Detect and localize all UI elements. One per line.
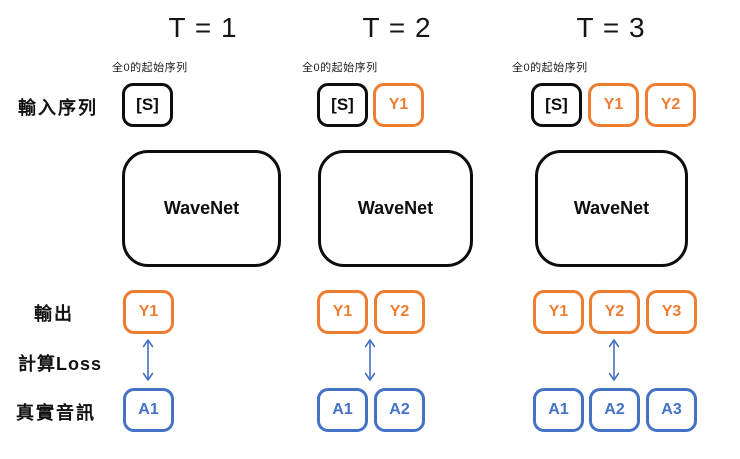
t3-wavenet-block: WaveNet: [535, 150, 688, 267]
t3-audio-a2-box: A2: [589, 388, 640, 432]
t1-wavenet-block: WaveNet: [122, 150, 281, 267]
t3-input-y1-box: Y1: [588, 83, 639, 127]
t3-output-y3-box: Y3: [646, 290, 697, 334]
row-label-input-sequence: 輸入序列: [18, 98, 98, 118]
t1-input-start-box: [S]: [122, 83, 173, 127]
t2-wavenet-block: WaveNet: [318, 150, 473, 267]
t3-zero-seq-note: 全0的起始序列: [512, 62, 588, 74]
t3-audio-a3-box: A3: [646, 388, 697, 432]
t2-output-y1-box: Y1: [317, 290, 368, 334]
t1-loss-arrow-icon: [141, 337, 155, 383]
t2-audio-a1-box: A1: [317, 388, 368, 432]
t2-input-y1-box: Y1: [373, 83, 424, 127]
t1-audio-a1-box: A1: [123, 388, 174, 432]
t2-audio-a2-box: A2: [374, 388, 425, 432]
t1-zero-seq-note: 全0的起始序列: [112, 62, 188, 74]
t3-output-y1-box: Y1: [533, 290, 584, 334]
t3-input-start-box: [S]: [531, 83, 582, 127]
t2-title: T = 2: [362, 12, 432, 43]
t3-input-y2-box: Y2: [645, 83, 696, 127]
t2-input-start-box: [S]: [317, 83, 368, 127]
t2-zero-seq-note: 全0的起始序列: [302, 62, 378, 74]
t3-loss-arrow-icon: [607, 337, 621, 383]
t1-title: T = 1: [168, 12, 238, 43]
row-label-output: 輸出: [34, 304, 74, 324]
t3-audio-a1-box: A1: [533, 388, 584, 432]
t3-output-y2-box: Y2: [589, 290, 640, 334]
t2-loss-arrow-icon: [363, 337, 377, 383]
t2-output-y2-box: Y2: [374, 290, 425, 334]
t3-title: T = 3: [576, 12, 646, 43]
row-label-loss: 計算Loss: [18, 354, 103, 374]
row-label-real-audio: 真實音訊: [16, 403, 96, 423]
t1-output-y1-box: Y1: [123, 290, 174, 334]
